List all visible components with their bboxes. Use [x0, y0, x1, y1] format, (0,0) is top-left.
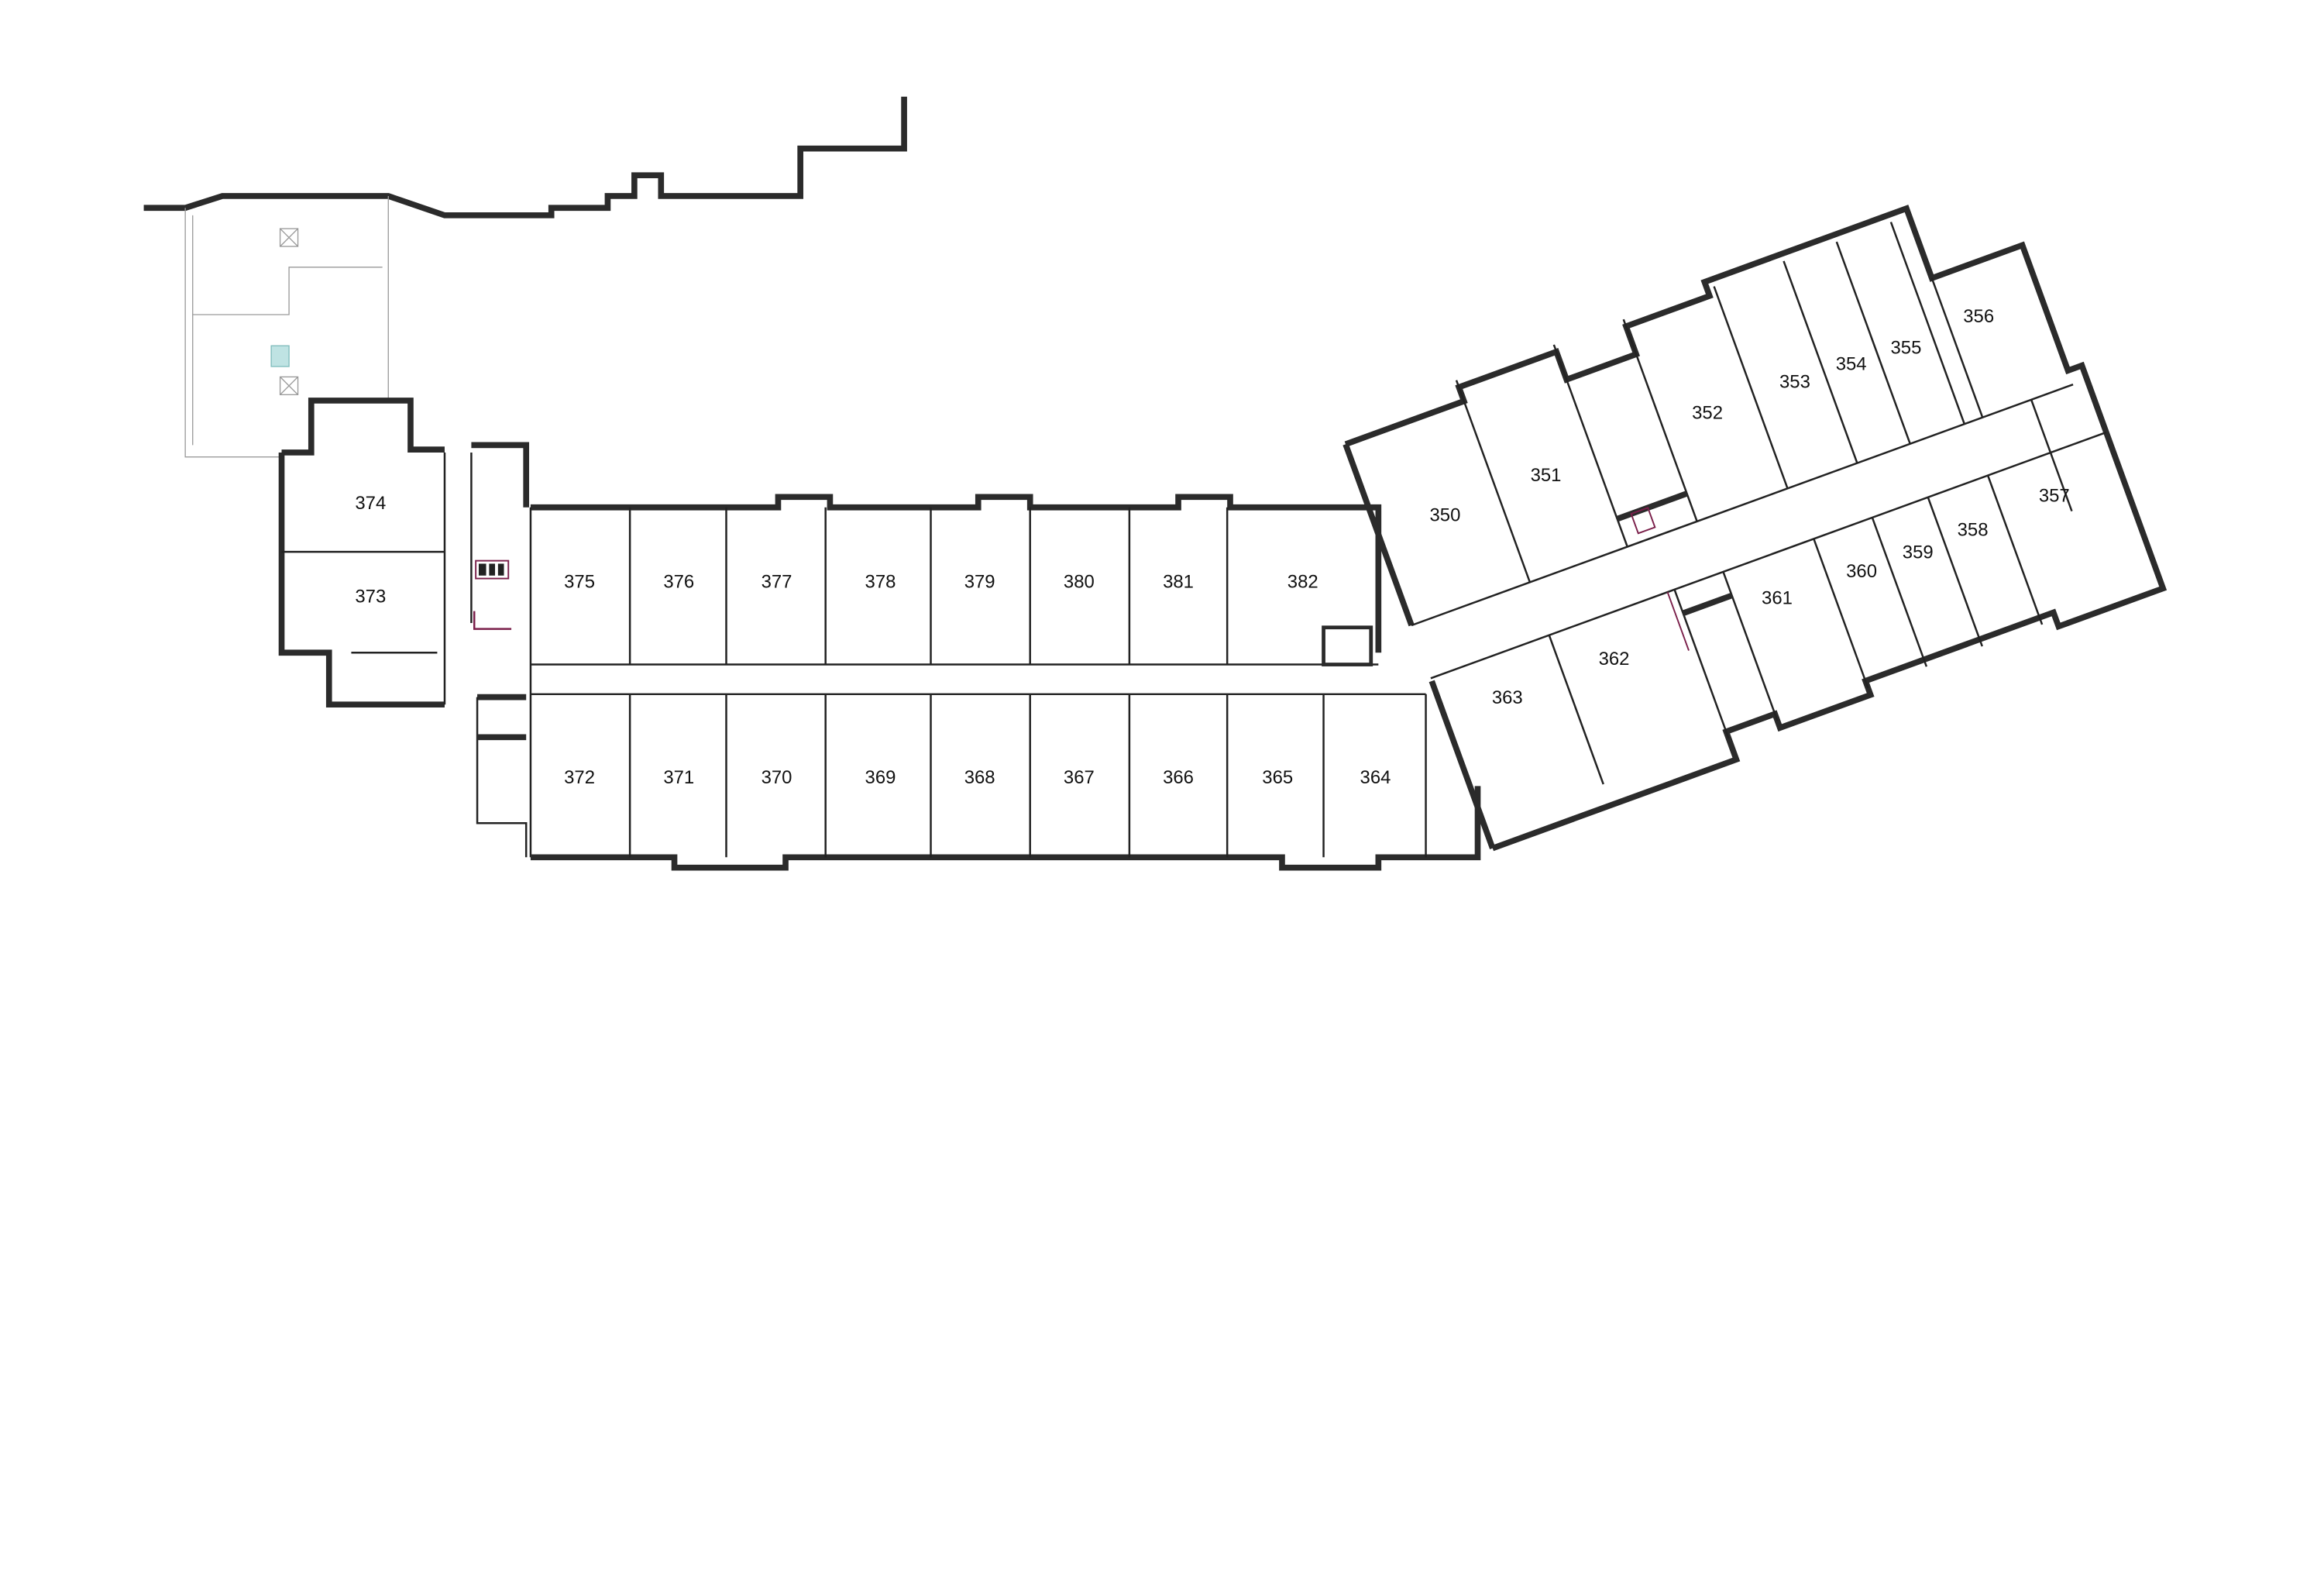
partition-wall	[1871, 517, 1928, 667]
room-label[interactable]: 350	[1429, 505, 1460, 526]
room-label[interactable]: 361	[1762, 588, 1793, 609]
room-label[interactable]: 367	[1064, 767, 1095, 788]
partition-wall	[1682, 592, 1733, 616]
partition-wall	[1673, 589, 1730, 739]
courtyard-annex	[184, 195, 389, 458]
room-label[interactable]: 382	[1287, 572, 1318, 593]
room-label[interactable]: 370	[761, 767, 792, 788]
partition-wall	[1622, 318, 1698, 522]
partition-wall	[1548, 635, 1604, 785]
west-block	[278, 398, 530, 858]
partition-wall	[1835, 241, 1911, 445]
east-wing	[1342, 205, 2168, 852]
partition-wall	[1713, 286, 1789, 489]
partition-wall	[1986, 475, 2044, 625]
room-label[interactable]: 353	[1779, 371, 1810, 392]
room-label[interactable]: 375	[564, 572, 595, 593]
room-label[interactable]: 381	[1163, 572, 1194, 593]
room-label[interactable]: 354	[1836, 353, 1867, 374]
site-boundary	[143, 96, 907, 219]
room-label[interactable]: 376	[663, 572, 694, 593]
room-label[interactable]: 352	[1692, 403, 1723, 424]
room-label[interactable]: 356	[1963, 306, 1994, 327]
room-label[interactable]: 363	[1492, 687, 1523, 708]
partition-wall	[1783, 260, 1858, 464]
room-label[interactable]: 379	[964, 572, 995, 593]
room-label[interactable]: 372	[564, 767, 595, 788]
room-label[interactable]: 362	[1599, 649, 1630, 670]
skylight-icon	[270, 345, 290, 367]
room-label[interactable]: 360	[1846, 561, 1877, 582]
central-corridor-walls	[529, 494, 1481, 871]
room-label[interactable]: 366	[1163, 767, 1194, 788]
room-label[interactable]: 358	[1958, 520, 1989, 541]
room-label[interactable]: 365	[1262, 767, 1293, 788]
partition-wall	[1889, 222, 1965, 425]
room-label[interactable]: 378	[865, 572, 896, 593]
vent-icon	[279, 376, 299, 396]
room-label[interactable]: 374	[355, 493, 386, 514]
partition-wall	[1927, 497, 1983, 647]
partition-wall	[1552, 344, 1628, 547]
room-label[interactable]: 368	[964, 767, 995, 788]
room-label[interactable]: 371	[663, 767, 694, 788]
room-label[interactable]: 351	[1531, 465, 1562, 486]
partition-wall	[1455, 380, 1532, 583]
partition-wall	[2030, 399, 2073, 512]
partition-wall	[1616, 491, 1688, 522]
vent-icon	[279, 228, 299, 247]
partition-wall	[1722, 571, 1779, 721]
room-label[interactable]: 373	[355, 587, 386, 608]
partition-wall	[1813, 538, 1869, 689]
room-label[interactable]: 380	[1064, 572, 1095, 593]
partition-wall	[1930, 277, 1984, 418]
room-label[interactable]: 377	[761, 572, 792, 593]
room-label[interactable]: 359	[1903, 542, 1934, 563]
room-label[interactable]: 357	[2039, 486, 2070, 507]
room-label[interactable]: 369	[865, 767, 896, 788]
room-label[interactable]: 364	[1360, 767, 1391, 788]
room-label[interactable]: 355	[1891, 337, 1922, 358]
